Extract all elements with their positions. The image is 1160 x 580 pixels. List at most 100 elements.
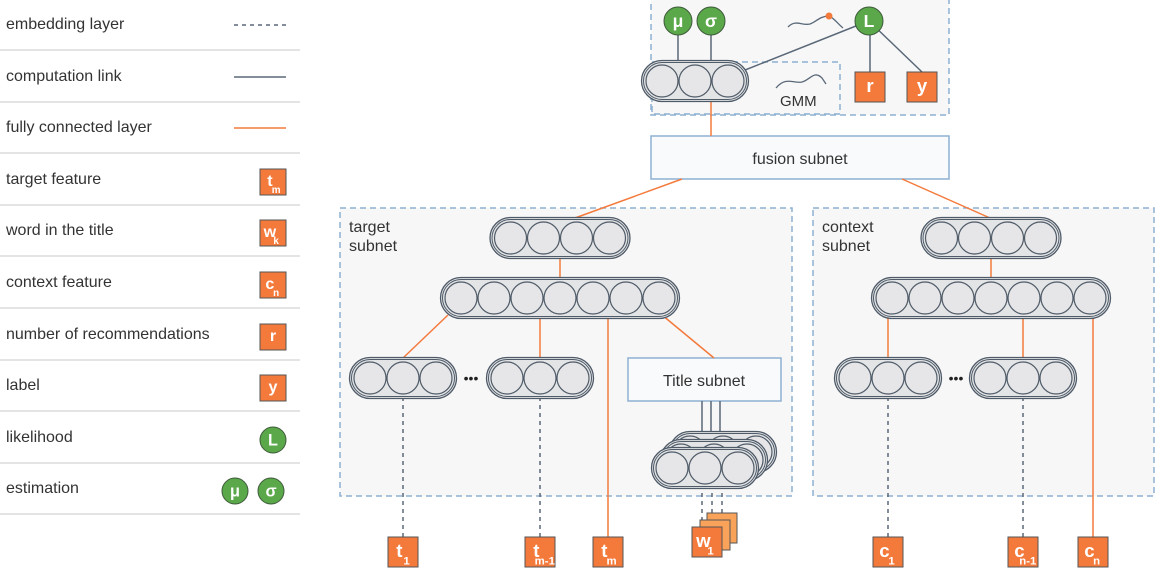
neuron [592,221,627,255]
svg-text:w: w [695,530,711,551]
input-tm-1: tm-1 [524,536,556,568]
title-word-layer-1 [650,446,760,490]
legend-item: computation link [0,52,300,103]
input-cn-1: cn-1 [1007,536,1039,568]
context-embedding-layer-n1 [968,356,1078,400]
svg-text:m: m [272,185,281,196]
neuron [353,361,387,395]
svg-text:k: k [273,236,279,247]
neuron [990,221,1025,255]
legend-item: likelihood L [0,413,300,464]
svg-text:c: c [879,540,889,561]
neuron [1023,221,1058,255]
svg-text:σ: σ [265,483,276,501]
legend-item: embedding layer [0,0,300,51]
neuron [609,281,643,315]
input-cn: cn [1077,536,1109,568]
context-ellipsis: ••• [949,370,964,386]
neuron [908,281,942,315]
link-target-l2-title [661,314,715,359]
context-layer-1 [920,216,1062,260]
svg-text:c: c [1014,540,1024,561]
input-t1: t1 [387,536,419,568]
neuron [1007,281,1041,315]
neuron [875,281,909,315]
neuron [688,451,722,485]
legend-item: fully connected layer [0,103,300,155]
dashed-line-icon [232,12,288,43]
input-w1: w1 [691,526,723,558]
orange-square-glyph: wk [259,219,287,247]
neuron [924,221,959,255]
mu-circle: μ [663,6,693,36]
neuron [678,64,712,98]
nodes-layer [348,59,1112,490]
neuron [523,361,557,395]
svg-text:t: t [533,540,539,561]
link-likelihood-gmm [739,21,867,73]
neuron [904,361,938,395]
legend-item-label: likelihood [6,428,73,446]
svg-text:n-1: n-1 [1019,556,1037,568]
target-ellipsis: ••• [464,370,479,386]
neuron [444,281,478,315]
orange-square-glyph: cn [259,271,287,299]
svg-text:y: y [269,378,278,396]
orange-square-glyph: r [259,323,287,351]
neuron [941,281,975,315]
likelihood-curve-icon [787,15,844,29]
svg-text:n: n [273,288,279,299]
svg-text:1: 1 [888,556,895,568]
neuron [721,451,755,485]
target-embedding-layer-1 [348,356,458,400]
legend-item-label: context feature [6,274,112,291]
gmm-curve-icon [775,74,827,89]
legend-item-label: embedding layer [6,16,125,33]
legend-item-label: label [6,377,40,395]
gmm-layer [640,59,750,103]
neuron [559,221,594,255]
svg-text:1: 1 [403,556,410,568]
context-embedding-layer-1 [833,356,943,400]
input-c1: c1 [872,536,904,568]
title-subnet-label: Title subnet [663,373,746,390]
svg-text:1: 1 [707,546,714,558]
neuron [576,281,610,315]
likelihood-circle: L [854,6,884,36]
svg-text:y: y [917,75,928,96]
r-square: r [854,71,886,103]
svg-text:μ: μ [673,11,684,31]
green-circle-glyph: L [259,426,287,454]
neuron [645,64,679,98]
neuron [1039,361,1073,395]
target-layer-2 [439,276,681,320]
neuron [871,361,905,395]
neuron [526,221,561,255]
legend-item-label: computation link [6,67,122,85]
svg-text:r: r [866,75,873,96]
sigma-circle-glyph: σ [257,477,285,505]
neuron [838,361,872,395]
likelihood-peak-marker [825,12,833,20]
gmm-label: GMM [780,93,817,110]
target-layer-1 [489,216,631,260]
neuron [490,361,524,395]
legend-item: label y [0,361,300,413]
fusion-subnet-label: fusion subnet [752,151,848,168]
svg-text:c: c [265,275,274,293]
neuron [1040,281,1074,315]
mu-circle-glyph: μ [221,477,249,505]
orange-square-glyph: tm [259,168,287,196]
legend-item-label: estimation [6,480,79,498]
link-fusion-context [901,178,991,219]
neuron [543,281,577,315]
